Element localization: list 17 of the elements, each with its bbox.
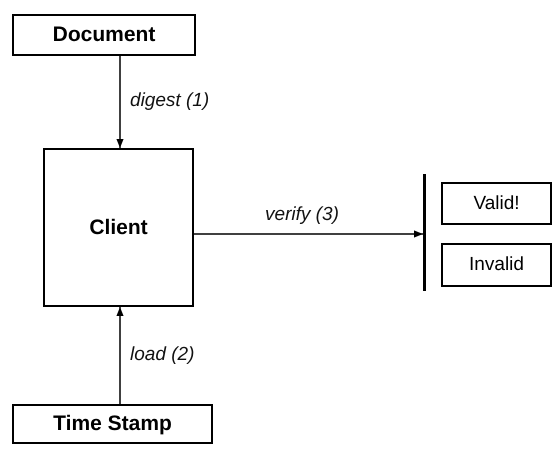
node-box bbox=[12, 404, 213, 444]
arrow bbox=[116, 56, 124, 148]
node-label: Valid! bbox=[473, 192, 520, 214]
node-label: Client bbox=[89, 216, 148, 240]
edge-label: digest (1) bbox=[130, 90, 210, 112]
edge-label: verify (3) bbox=[265, 204, 339, 226]
edge-label: load (2) bbox=[130, 344, 194, 366]
node-box bbox=[441, 182, 552, 225]
arrow bbox=[116, 307, 124, 404]
vertical-bar bbox=[423, 174, 426, 291]
node-box bbox=[43, 148, 194, 307]
node-label: Document bbox=[52, 23, 156, 47]
node-label: Time Stamp bbox=[53, 412, 172, 436]
arrow bbox=[194, 230, 423, 238]
node-box bbox=[12, 14, 196, 56]
node-label: Invalid bbox=[469, 254, 524, 276]
node-box bbox=[441, 243, 552, 287]
